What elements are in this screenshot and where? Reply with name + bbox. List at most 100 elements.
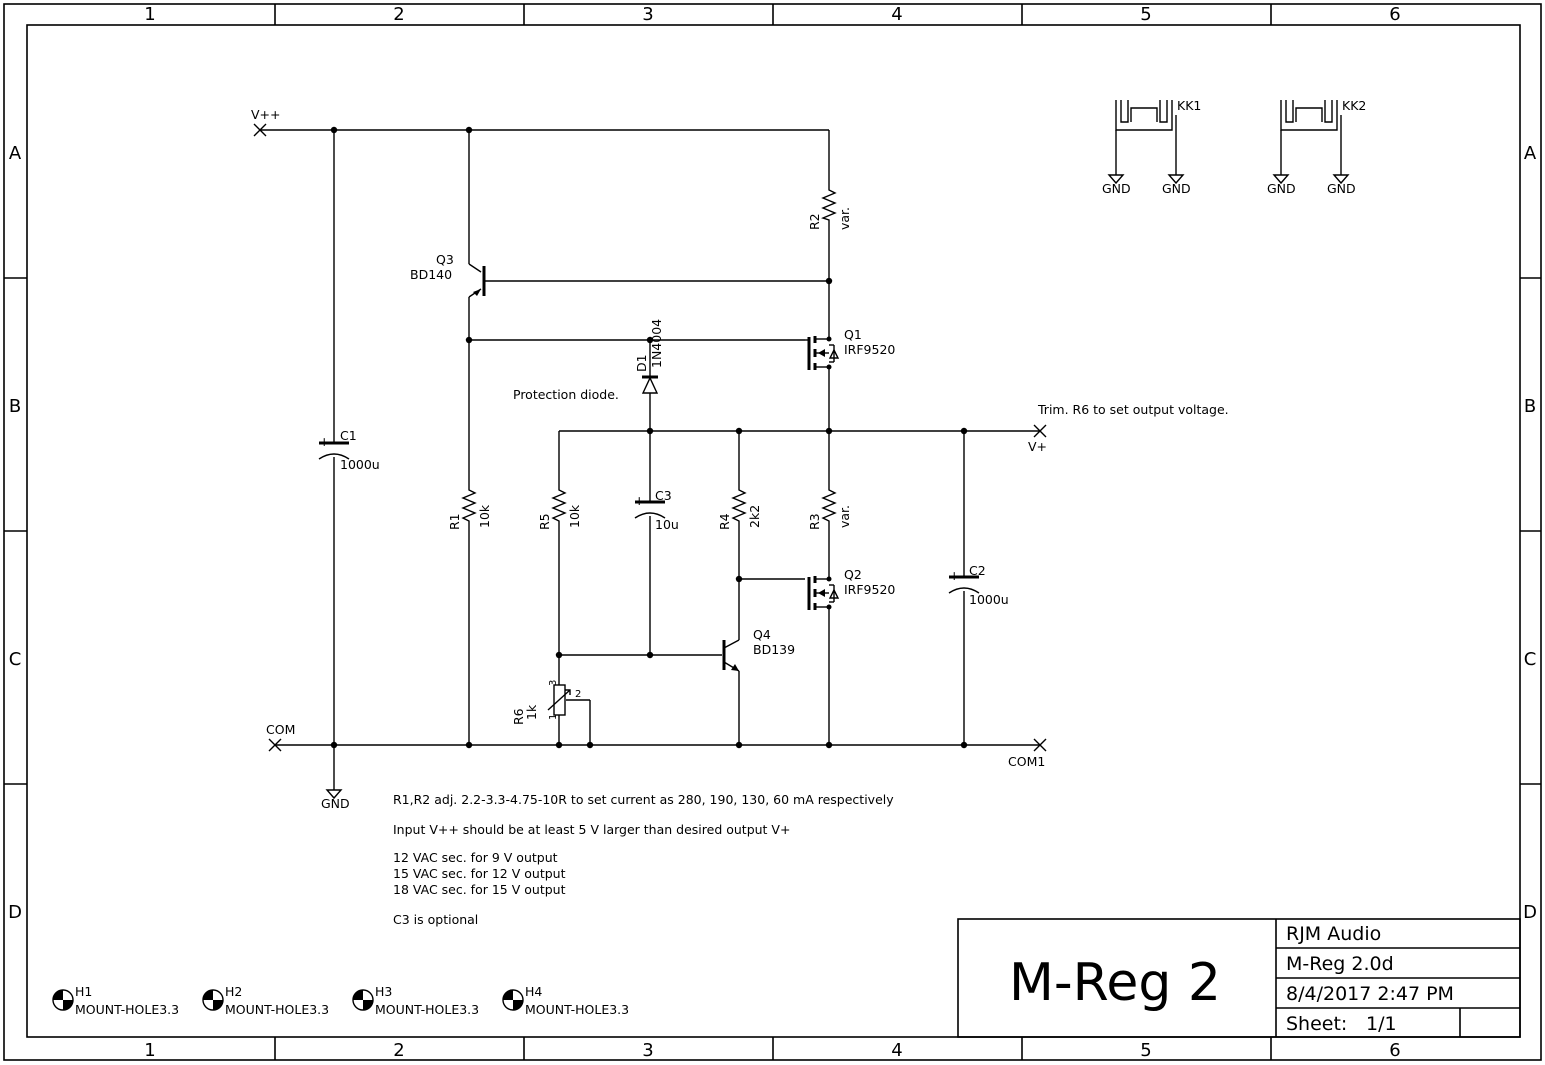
row-label: C	[1524, 649, 1537, 670]
q2-ref: Q2	[844, 567, 862, 582]
port-com-label: COM	[266, 722, 295, 737]
col-label: 5	[1140, 4, 1151, 25]
resistor-r4	[731, 486, 747, 524]
row-label: A	[1524, 143, 1537, 164]
c2-plus: +	[949, 568, 959, 583]
title-block-title: M-Reg 2	[1009, 953, 1221, 1013]
c3-plus: +	[634, 493, 644, 508]
ground-symbol	[325, 789, 343, 800]
zone-dividers	[4, 4, 1541, 1060]
capacitor-c3: +	[634, 493, 666, 519]
r3-value: var.	[837, 505, 852, 528]
gnd-label: GND	[321, 796, 350, 811]
d1-value: 1N4004	[649, 319, 664, 368]
port-com1-label: COM1	[1008, 754, 1045, 769]
note-c3-optional: C3 is optional	[393, 912, 478, 927]
resistor-r5	[551, 486, 567, 524]
r5-value: 10k	[567, 504, 582, 528]
c3-value: 10u	[655, 517, 679, 532]
title-block-company: RJM Audio	[1286, 923, 1381, 945]
q1-ref: Q1	[844, 327, 862, 342]
r6-ref: R6	[511, 708, 526, 725]
capacitor-c1: +	[318, 434, 350, 460]
col-label: 1	[144, 4, 155, 25]
heatsink-kk2	[1272, 100, 1350, 185]
mount-hole-h3	[352, 989, 374, 1011]
col-label: 4	[891, 4, 902, 25]
note-protection: Protection diode.	[513, 387, 619, 402]
r6-value: 1k	[524, 704, 539, 720]
h2-ref: H2	[225, 984, 242, 999]
zone-labels: 1 2 3 4 5 6 1 2 3 4 5 6 A B C D A B C D	[8, 4, 1537, 1061]
c2-value: 1000u	[969, 592, 1009, 607]
diode-d1	[641, 375, 659, 394]
transistor-q3	[473, 266, 486, 296]
row-label: C	[9, 649, 22, 670]
q1-value: IRF9520	[844, 342, 895, 357]
r3-ref: R3	[807, 513, 822, 530]
c1-ref: C1	[340, 428, 357, 443]
kk2-label: KK2	[1342, 98, 1366, 113]
port-markers	[253, 123, 1047, 752]
q2-value: IRF9520	[844, 582, 895, 597]
row-label: B	[9, 396, 21, 417]
heatsink-kk1	[1107, 100, 1185, 185]
col-label: 2	[393, 4, 404, 25]
mount-hole-h4	[502, 989, 524, 1011]
col-label: 6	[1389, 4, 1400, 25]
r5-ref: R5	[537, 513, 552, 530]
gnd-label: GND	[1162, 181, 1191, 196]
row-label: D	[8, 902, 22, 923]
mount-hole-h1	[52, 989, 74, 1011]
gnd-label: GND	[1267, 181, 1296, 196]
note-vac2: 15 VAC sec. for 12 V output	[393, 866, 566, 881]
resistor-r2	[821, 186, 837, 222]
title-block-doc: M-Reg 2.0d	[1286, 953, 1394, 975]
title-block-date: 8/4/2017 2:47 PM	[1286, 983, 1454, 1005]
h3-ref: H3	[375, 984, 392, 999]
h1-value: MOUNT-HOLE3.3	[75, 1002, 179, 1017]
r6-pin1: 1	[548, 714, 559, 720]
col-label: 3	[642, 4, 653, 25]
col-label: 5	[1140, 1040, 1151, 1061]
row-label: B	[1524, 396, 1536, 417]
r4-value: 2k2	[747, 505, 762, 528]
h3-value: MOUNT-HOLE3.3	[375, 1002, 479, 1017]
r6-pin3: 3	[548, 680, 559, 686]
transistor-q4	[722, 639, 740, 672]
inner-frame	[26, 24, 1521, 1038]
c2-ref: C2	[969, 563, 986, 578]
mosfet-q1	[805, 336, 840, 370]
c1-plus: +	[319, 434, 329, 449]
capacitor-c2: +	[948, 568, 980, 594]
c1-value: 1000u	[340, 457, 380, 472]
gnd-label: GND	[1102, 181, 1131, 196]
r6-pin2: 2	[575, 689, 581, 700]
port-vp-label: V+	[1028, 439, 1047, 454]
col-label: 2	[393, 1040, 404, 1061]
potentiometer-r6	[547, 684, 571, 716]
h4-value: MOUNT-HOLE3.3	[525, 1002, 629, 1017]
q4-value: BD139	[753, 642, 795, 657]
title-block-sheet: 1/1	[1366, 1013, 1397, 1035]
wires	[260, 129, 1040, 790]
h2-value: MOUNT-HOLE3.3	[225, 1002, 329, 1017]
q4-ref: Q4	[753, 627, 771, 642]
r1-value: 10k	[477, 504, 492, 528]
col-label: 3	[642, 1040, 653, 1061]
resistor-r1	[461, 486, 477, 524]
gnd-label: GND	[1327, 181, 1356, 196]
r4-ref: R4	[717, 513, 732, 530]
col-label: 1	[144, 1040, 155, 1061]
h1-ref: H1	[75, 984, 92, 999]
q3-value: BD140	[410, 267, 452, 282]
kk1-label: KK1	[1177, 98, 1201, 113]
mount-hole-h2	[202, 989, 224, 1011]
port-vpp-label: V++	[251, 107, 281, 122]
junctions	[330, 126, 968, 749]
title-block-sheet-label: Sheet:	[1286, 1013, 1347, 1035]
resistor-r3	[821, 486, 837, 524]
d1-ref: D1	[634, 354, 649, 372]
q3-ref: Q3	[436, 252, 454, 267]
